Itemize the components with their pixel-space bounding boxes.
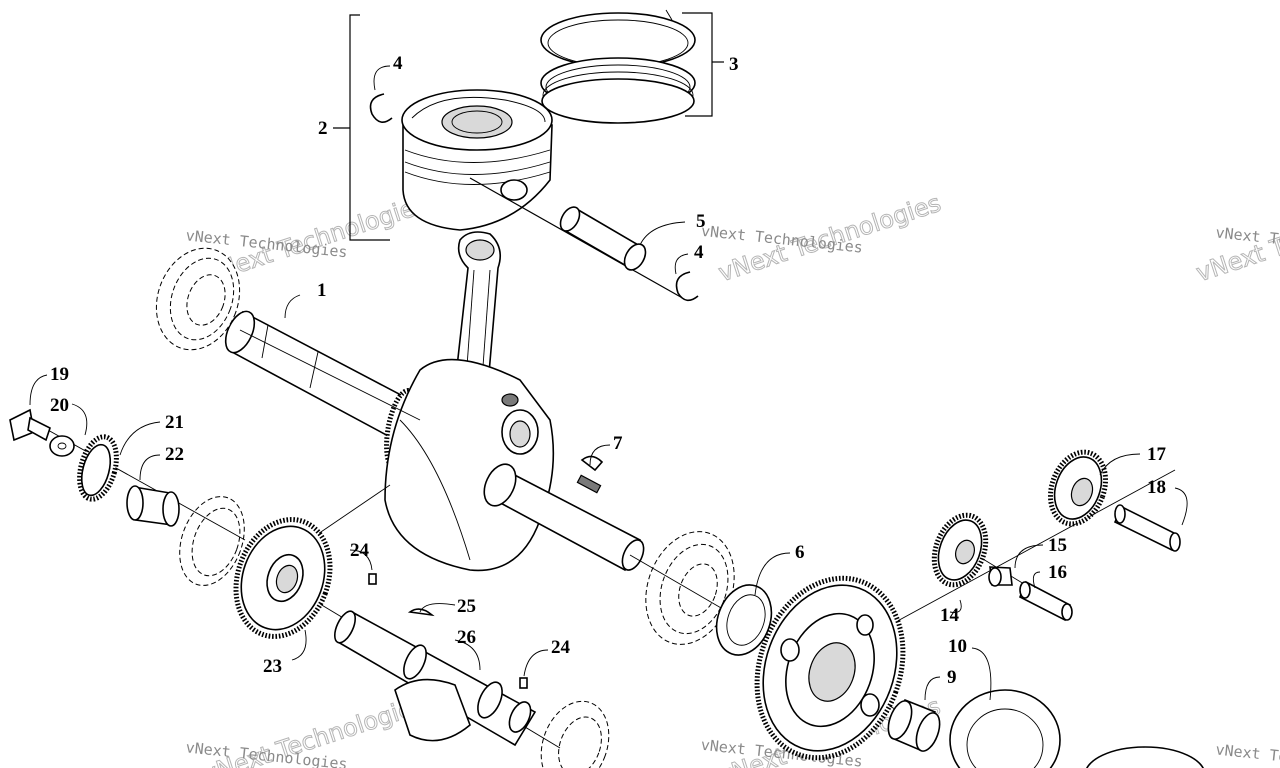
idler-shaft <box>1018 580 1073 622</box>
crankshaft <box>224 310 645 572</box>
callout-9: 9 <box>947 667 957 688</box>
one-way-clutch <box>949 689 1204 768</box>
callout-25: 25 <box>457 596 476 617</box>
callout-10: 10 <box>948 636 967 657</box>
callout-2: 2 <box>318 118 328 139</box>
group-bracket <box>333 12 724 241</box>
callout-20: 20 <box>50 395 69 416</box>
gear <box>1047 449 1109 527</box>
callout-19: 19 <box>50 364 69 385</box>
callout-23: 23 <box>263 656 282 677</box>
bearing <box>540 700 610 768</box>
balance-shaft <box>333 610 537 747</box>
watermark-text: vNext Technologies <box>1215 740 1280 768</box>
piston <box>401 89 553 231</box>
callout-16: 16 <box>1048 562 1067 583</box>
idler-shaft <box>1113 504 1181 552</box>
callout-5: 5 <box>696 211 706 232</box>
callout-24: 24 <box>551 637 571 658</box>
callout-26: 26 <box>457 627 476 648</box>
bearing <box>179 496 245 586</box>
callout-1: 1 <box>317 280 327 301</box>
callout-4: 4 <box>393 53 403 74</box>
bearing <box>155 247 241 351</box>
bolt <box>9 408 51 442</box>
callout-21: 21 <box>165 412 184 433</box>
key <box>580 455 604 472</box>
gear <box>233 517 333 639</box>
piston-pin <box>469 177 687 301</box>
large-gear <box>754 575 906 761</box>
key <box>368 573 528 689</box>
gear <box>77 434 119 502</box>
callout-18: 18 <box>1147 477 1166 498</box>
watermark-instance: vNext Technologies <box>1215 740 1280 768</box>
clip-ring <box>369 93 699 302</box>
callout-6: 6 <box>795 542 805 563</box>
callout-24: 24 <box>350 540 370 561</box>
callout-7: 7 <box>613 433 623 454</box>
piston-rings <box>540 9 696 124</box>
leader-lines <box>29 65 1188 701</box>
gear <box>931 512 989 588</box>
watermark-instance: vNext Technologies vNext Technologies <box>1192 188 1280 287</box>
callout-4: 4 <box>694 242 704 263</box>
callout-17: 17 <box>1147 444 1167 465</box>
callout-labels: 1 2 3 4 4 5 6 7 9 10 14 15 16 17 18 19 2… <box>50 53 1167 688</box>
callout-14: 14 <box>940 605 960 626</box>
washer <box>49 435 75 457</box>
callout-22: 22 <box>165 444 184 465</box>
watermark-instance: vNext Technologies vNext Technologies <box>700 188 945 287</box>
needle-bearing <box>887 698 941 752</box>
callout-15: 15 <box>1048 535 1067 556</box>
watermark: vNext Technologies vNext Technologies vN… <box>185 188 1280 768</box>
bushing <box>126 485 180 527</box>
bearing <box>645 531 735 645</box>
watermark-instance: vNext Technologies vNext Technologies <box>185 690 429 768</box>
bushing <box>988 566 1013 587</box>
callout-3: 3 <box>729 54 739 75</box>
